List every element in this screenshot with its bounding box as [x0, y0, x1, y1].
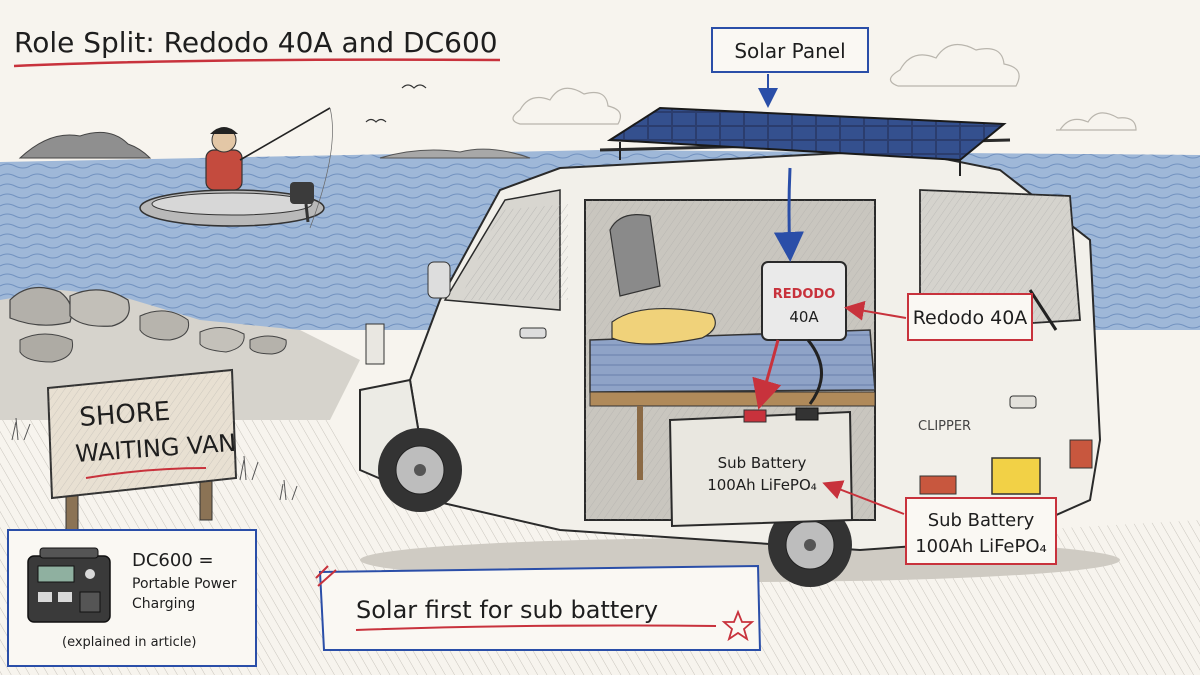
sub-battery-callout: Sub Battery 100Ah LiFePO₄: [822, 480, 1057, 565]
redodo-brand: REDODO: [773, 287, 836, 302]
wheel: [378, 428, 852, 587]
solar-panel: [606, 106, 1007, 176]
redodo-amp: 40A: [789, 308, 819, 326]
redodo-controller: REDODO 40A: [761, 261, 847, 341]
bird: [365, 84, 427, 123]
island: [18, 131, 531, 159]
wiring: [752, 167, 823, 410]
page-title: Role Split: Redodo 40A and DC600: [14, 26, 498, 59]
battery-body-line-1: Sub Battery: [718, 454, 807, 472]
sign-underline: [85, 467, 207, 479]
sub-battery-callout-line-1: Sub Battery: [928, 510, 1035, 531]
banner-underline: [355, 624, 717, 631]
shore-sign: SHORE WAITING VAN: [46, 368, 237, 531]
solar-panel-label: Solar Panel: [734, 39, 845, 63]
dc600-line-1: DC600 =: [132, 550, 214, 571]
dc600-line-3: Charging: [132, 596, 195, 612]
battery-body-line-2: 100Ah LiFePO₄: [707, 476, 817, 494]
dc600-note: (explained in article): [62, 635, 196, 650]
redodo-arrow: [844, 300, 907, 321]
dc600-panel: DC600 = Portable Power Charging (explain…: [7, 529, 257, 667]
sign-line-1: SHORE: [78, 397, 171, 433]
redodo-callout: Redodo 40A: [844, 293, 1033, 341]
solar-first-banner: Solar first for sub battery: [315, 564, 762, 651]
title-block: Role Split: Redodo 40A and DC600: [13, 26, 501, 68]
grass: [11, 417, 298, 501]
solar-panel-callout: Solar Panel: [711, 27, 869, 108]
sub-battery: Sub Battery 100Ah LiFePO₄: [668, 407, 854, 528]
van-badge: CLIPPER: [918, 419, 971, 434]
power-station-icon: [27, 547, 111, 623]
sub-battery-callout-line-2: 100Ah LiFePO₄: [915, 536, 1047, 557]
banner-text: Solar first for sub battery: [356, 596, 658, 624]
cloud: [512, 43, 1137, 131]
star-icon: [721, 609, 755, 642]
dc600-line-2: Portable Power: [132, 576, 237, 592]
sub-battery-arrow: [822, 480, 905, 515]
fishing-boat: [139, 107, 333, 229]
title-underline: [13, 58, 501, 68]
redodo-callout-label: Redodo 40A: [913, 307, 1028, 329]
